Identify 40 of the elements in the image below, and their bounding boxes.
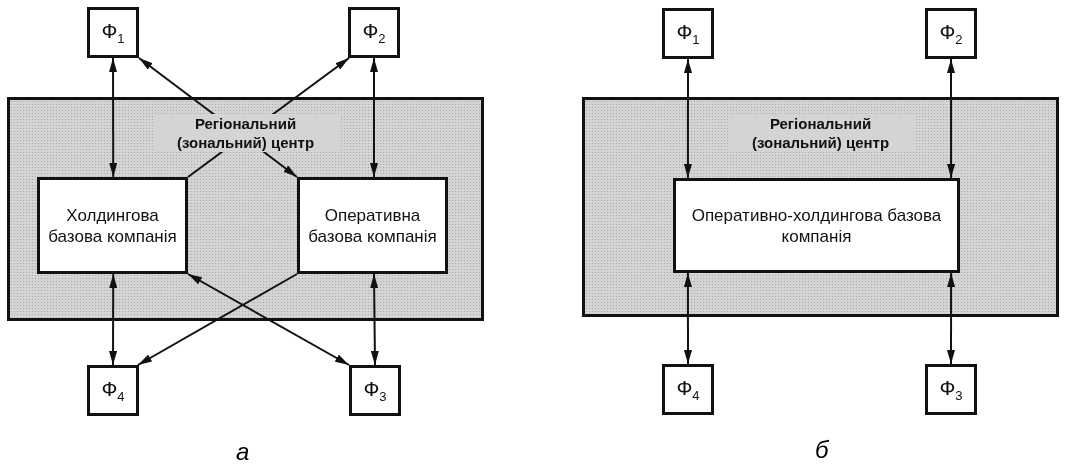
- arrow: [370, 273, 379, 366]
- entity-label: Ф$_{1}$: [676, 19, 700, 48]
- region-panel: [7, 97, 484, 321]
- arrow: [947, 272, 956, 365]
- region-title: Регіональний (зональний) центр: [727, 114, 914, 152]
- entity-box: [348, 7, 400, 58]
- arrow: [187, 273, 350, 366]
- arrow: [683, 58, 692, 179]
- region-title: Регіональний (зональний) центр: [152, 114, 339, 152]
- company-label: Холдингова базова компанія: [47, 204, 178, 247]
- panel-letter: б: [815, 436, 829, 464]
- entity-label: Ф$_{1}$: [101, 18, 125, 47]
- arrow: [136, 273, 298, 366]
- entity-label: Ф$_{4}$: [676, 375, 700, 404]
- entity-box: [349, 365, 401, 416]
- arrow: [187, 57, 351, 178]
- arrow: [109, 273, 118, 366]
- entity-box: [662, 364, 714, 415]
- region-panel: [582, 97, 1059, 317]
- entity-box: [662, 8, 714, 59]
- entity-box: [925, 8, 977, 59]
- company-box: [673, 178, 960, 273]
- entity-box: [87, 7, 139, 58]
- company-box: [37, 177, 188, 274]
- entity-label: Ф$_{3}$: [363, 376, 387, 405]
- entity-label: Ф$_{2}$: [939, 19, 963, 48]
- company-label: Оперативно-холдингова базова компанія: [691, 204, 942, 247]
- company-label: Оперативна базова компанія: [307, 204, 438, 247]
- company-box: [297, 177, 448, 274]
- panel-letter: а: [236, 438, 250, 466]
- arrow: [683, 272, 692, 365]
- entity-label: Ф$_{3}$: [939, 375, 963, 404]
- arrow: [109, 57, 118, 178]
- entity-label: Ф$_{2}$: [362, 18, 386, 47]
- entity-label: Ф$_{4}$: [101, 376, 125, 405]
- arrow: [947, 58, 956, 179]
- entity-box: [925, 364, 977, 415]
- arrow: [370, 57, 378, 178]
- entity-box: [87, 365, 139, 416]
- arrow: [138, 57, 298, 178]
